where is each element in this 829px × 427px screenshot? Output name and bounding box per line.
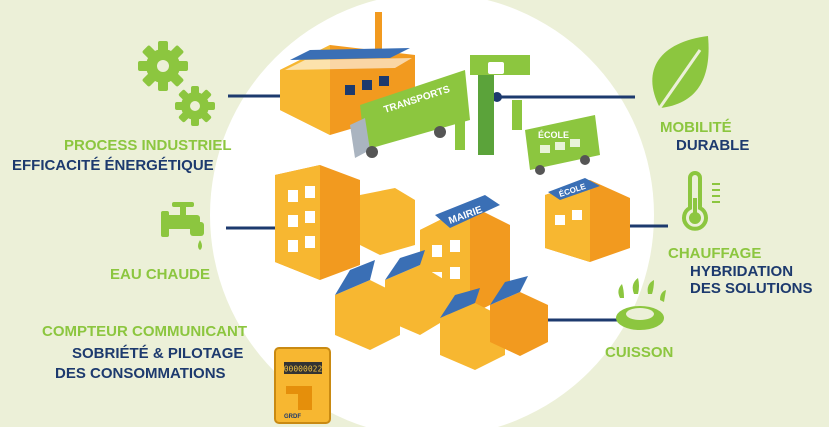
row-houses (335, 250, 445, 350)
heating-title: CHAUFFAGE (668, 245, 762, 262)
thermometer-icon (682, 171, 720, 231)
school-building: ÉCOLE (545, 178, 630, 262)
process-subtitle: EFFICACITÉ ÉNERGÉTIQUE (12, 157, 214, 174)
faucet-icon (161, 202, 204, 250)
meter-subtitle-line-2: DES CONSOMMATIONS (55, 365, 226, 382)
smart-meter-icon: 00000022 GRDF (274, 347, 331, 424)
meter-subtitle-line-1: SOBRIÉTÉ & PILOTAGE (72, 345, 244, 362)
meter-title: COMPTEUR COMMUNICANT (42, 323, 247, 340)
bus-sign: ÉCOLE (538, 130, 569, 140)
school-bus: ÉCOLE (525, 115, 600, 175)
process-title: PROCESS INDUSTRIEL (64, 137, 232, 154)
connector-lines (226, 94, 668, 322)
transport-truck: TRANSPORTS (350, 70, 470, 158)
meter-brand: GRDF (284, 414, 301, 420)
meter-reading: 00000022 (284, 365, 323, 374)
heating-subtitle-line-2: DES SOLUTIONS (690, 280, 813, 297)
leaf-icon (652, 36, 709, 117)
mobility-subtitle: DURABLE (676, 137, 750, 154)
mobility-title: MOBILITÉ (660, 119, 732, 136)
gas-burner-icon (616, 278, 666, 330)
heating-subtitle-line-1: HYBRIDATION (690, 263, 794, 280)
apartment-building (275, 165, 415, 280)
water-title: EAU CHAUDE (110, 266, 211, 283)
cooking-title: CUISSON (605, 344, 674, 361)
charging-station (455, 55, 530, 155)
factory-building (280, 12, 415, 135)
small-houses (440, 276, 548, 370)
gears-icon (138, 41, 215, 126)
